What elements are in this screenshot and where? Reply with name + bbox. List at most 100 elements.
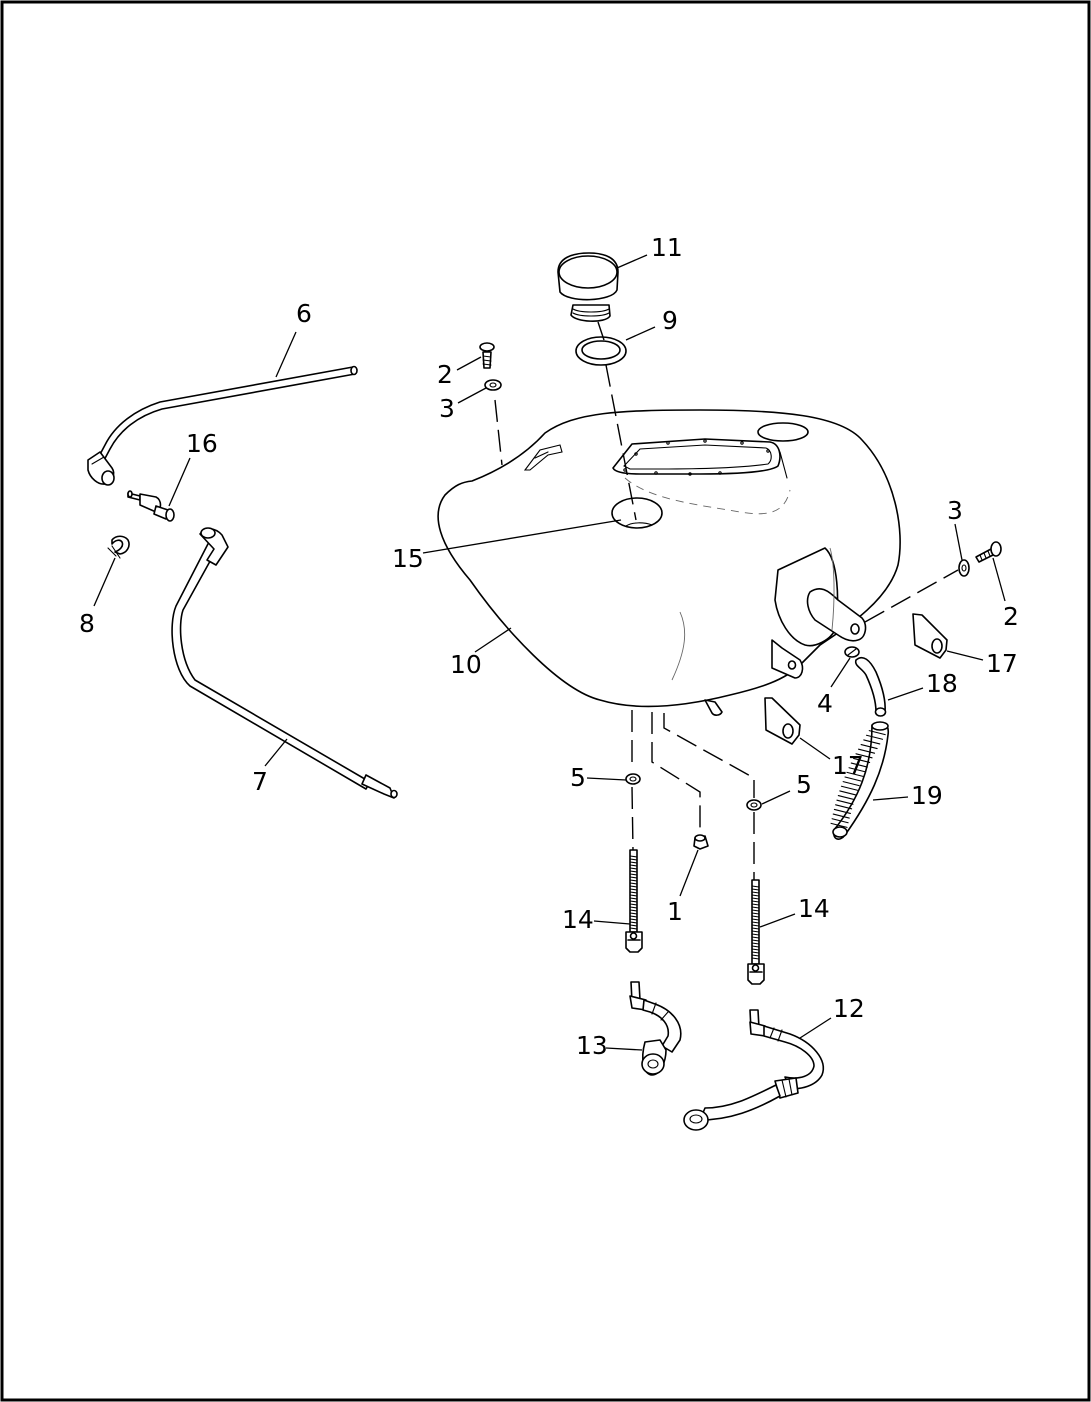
callout-7: 7 xyxy=(252,767,268,796)
drain-plug xyxy=(693,834,709,850)
screw-right xyxy=(975,541,1002,563)
thread-line xyxy=(751,885,760,888)
thread-line xyxy=(629,894,638,897)
corrugation-line xyxy=(857,748,876,754)
callout-4: 4 xyxy=(817,689,833,718)
corrugation-line xyxy=(853,757,871,764)
callout-16: 16 xyxy=(186,429,218,458)
thread-line xyxy=(751,933,760,936)
oil-tank xyxy=(437,409,901,716)
leader-lines xyxy=(93,254,1006,1051)
thread-line xyxy=(751,894,760,897)
thread-line xyxy=(629,900,638,903)
screw-left xyxy=(479,342,495,369)
thread-line xyxy=(629,867,638,870)
callout-3-left: 3 xyxy=(439,394,455,423)
washer-5-left xyxy=(625,773,641,785)
callout-14-left: 14 xyxy=(562,905,594,934)
thread-line xyxy=(751,915,760,918)
thread-line xyxy=(629,915,638,918)
hose-clamp xyxy=(107,535,130,559)
thread-line xyxy=(629,876,638,879)
corrugation-line xyxy=(863,739,881,745)
callout-10: 10 xyxy=(450,650,482,679)
short-hose xyxy=(854,656,887,717)
fitting-left xyxy=(625,849,643,953)
thread-line xyxy=(629,921,638,924)
return-line xyxy=(171,527,398,799)
callout-2-left: 2 xyxy=(437,360,453,389)
thread-line xyxy=(629,912,638,915)
thread-line xyxy=(751,930,760,933)
corrugation-line xyxy=(855,753,873,759)
callout-1: 1 xyxy=(667,897,683,926)
corrugation-line xyxy=(850,762,868,768)
washer-right xyxy=(958,559,970,577)
corrugated-hose xyxy=(830,721,890,840)
callout-labels: 11 9 6 2 3 16 15 8 3 2 10 17 18 4 17 7 5… xyxy=(79,233,1019,1060)
thread-line xyxy=(751,912,760,915)
callout-2-right: 2 xyxy=(1003,602,1019,631)
callout-12: 12 xyxy=(833,994,865,1023)
thread-line xyxy=(751,942,760,945)
thread-line xyxy=(629,858,638,861)
callout-6: 6 xyxy=(296,299,312,328)
assembly-lines xyxy=(494,321,959,880)
corrugation-line xyxy=(860,743,878,750)
thread-line xyxy=(629,918,638,921)
callout-9: 9 xyxy=(662,306,678,335)
callout-19: 19 xyxy=(911,781,943,810)
oil-line-long xyxy=(683,1009,825,1131)
callout-15: 15 xyxy=(392,544,424,573)
thread-line xyxy=(629,864,638,867)
callout-13: 13 xyxy=(576,1031,608,1060)
callout-3-right: 3 xyxy=(947,496,963,525)
callout-8: 8 xyxy=(79,609,95,638)
bracket-lower xyxy=(764,697,801,745)
thread-line xyxy=(751,951,760,954)
filler-cap xyxy=(557,252,619,322)
thread-line xyxy=(751,957,760,960)
callout-5-right: 5 xyxy=(796,770,812,799)
thread-line xyxy=(751,945,760,948)
corrugation-line xyxy=(844,776,862,782)
thread-line xyxy=(751,891,760,894)
thread-line xyxy=(751,900,760,903)
fitting-right xyxy=(747,879,765,985)
thread-line xyxy=(629,861,638,864)
thread-line xyxy=(751,954,760,957)
thread-line xyxy=(629,897,638,900)
o-ring xyxy=(575,336,627,366)
thread-line xyxy=(629,855,638,858)
washer-left xyxy=(484,379,502,391)
thread-line xyxy=(629,903,638,906)
thread-line xyxy=(629,885,638,888)
thread-line xyxy=(751,921,760,924)
corrugation-line xyxy=(830,822,848,828)
callout-18: 18 xyxy=(926,669,958,698)
thread-line xyxy=(751,906,760,909)
thread-line xyxy=(751,897,760,900)
thread-line xyxy=(751,909,760,912)
thread-line xyxy=(629,891,638,894)
thread-line xyxy=(629,924,638,927)
corrugation-line xyxy=(840,785,858,791)
corrugation-line xyxy=(837,794,855,801)
corrugation-line xyxy=(865,734,884,740)
thread-line xyxy=(751,903,760,906)
callout-11: 11 xyxy=(651,233,683,262)
thread-line xyxy=(629,870,638,873)
corrugation-line xyxy=(833,808,851,815)
thread-line xyxy=(629,909,638,912)
callout-14-right: 14 xyxy=(798,894,830,923)
thread-line xyxy=(629,873,638,876)
corrugation-line xyxy=(846,771,864,777)
corrugation-line xyxy=(836,799,854,805)
thread-line xyxy=(751,918,760,921)
corrugation-line xyxy=(832,813,850,819)
vent-line xyxy=(87,365,358,486)
callout-5-left: 5 xyxy=(570,763,586,792)
clip xyxy=(844,646,860,658)
